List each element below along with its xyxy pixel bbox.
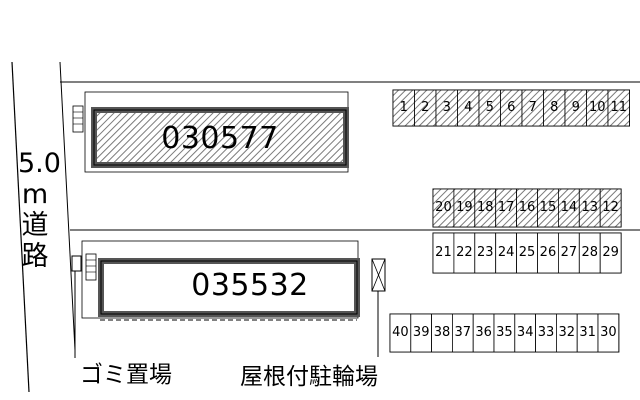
garbage-label: ゴミ置場 (80, 362, 172, 388)
parking-slot-number: 1 (399, 100, 408, 115)
parking-slot-number: 20 (435, 200, 452, 215)
parking-slot-number: 36 (475, 325, 492, 340)
parking-slot-number: 16 (518, 200, 536, 215)
parking-slot (597, 313, 620, 353)
parking-slot-number: 6 (507, 100, 516, 115)
parking-slot-number: 29 (602, 245, 619, 260)
parking-slots (389, 89, 630, 353)
parking-slot-number: 9 (571, 100, 580, 115)
parking-slot-number: 39 (412, 325, 430, 340)
parking-slot (599, 232, 622, 274)
parking-slot-number: 19 (456, 200, 473, 215)
parking-slot-number: 10 (588, 100, 606, 115)
parking-slot-number: 31 (579, 325, 596, 340)
parking-slot-number: 3 (442, 100, 451, 115)
road-label: 5.0 m 道 路 (18, 148, 61, 272)
parking-slot-number: 38 (433, 325, 451, 340)
parking-slot-number: 17 (497, 200, 515, 215)
parking-slot-number: 25 (518, 245, 536, 260)
parking-slot-number: 28 (581, 245, 599, 260)
road-width: 5.0 (18, 148, 61, 179)
parking-slot (607, 89, 630, 127)
parking-slot-number: 8 (550, 100, 559, 115)
parking-slot (599, 188, 622, 228)
building-code-b: 035532 (191, 268, 309, 303)
bicycle-parking-label: 屋根付駐輪場 (240, 364, 378, 390)
parking-slot-number: 27 (560, 245, 578, 260)
parking-slot-number: 7 (528, 100, 537, 115)
parking-slot-number: 15 (539, 200, 557, 215)
parking-slot-number: 21 (435, 245, 452, 260)
parking-slot-number: 5 (485, 100, 494, 115)
parking-slot-number: 18 (476, 200, 494, 215)
parking-slot-number: 26 (539, 245, 557, 260)
parking-slot-number: 40 (392, 325, 409, 340)
road-edge-line (11, 61, 30, 393)
parking-slot-number: 35 (496, 325, 513, 340)
road-unit: m (21, 179, 49, 210)
parking-slot-number: 2 (421, 100, 430, 115)
parking-slot-number: 12 (602, 200, 619, 215)
parking-slot-number: 13 (581, 200, 599, 215)
site-boundary-left (59, 61, 76, 351)
road-char-1: 道 (21, 210, 49, 241)
building-code-a: 030577 (161, 121, 279, 156)
parking-slot-number: 33 (537, 325, 555, 340)
building-030577 (72, 91, 349, 173)
road-char-2: 路 (21, 241, 49, 272)
parking-slot-number: 22 (456, 245, 473, 260)
parking-slot-number: 24 (497, 245, 515, 260)
parking-slot-number: 30 (600, 325, 617, 340)
parking-slot-number: 34 (516, 325, 534, 340)
parking-slot-number: 32 (558, 325, 576, 340)
parking-slot-number: 37 (454, 325, 472, 340)
parking-slot-number: 23 (476, 245, 494, 260)
parking-slot-number: 11 (610, 100, 628, 115)
bicycle-parking-marker (371, 258, 386, 292)
building-035532 (81, 240, 360, 321)
parking-slot-number: 4 (464, 100, 473, 115)
garbage-area (71, 255, 82, 272)
parking-slot-number: 14 (560, 200, 578, 215)
